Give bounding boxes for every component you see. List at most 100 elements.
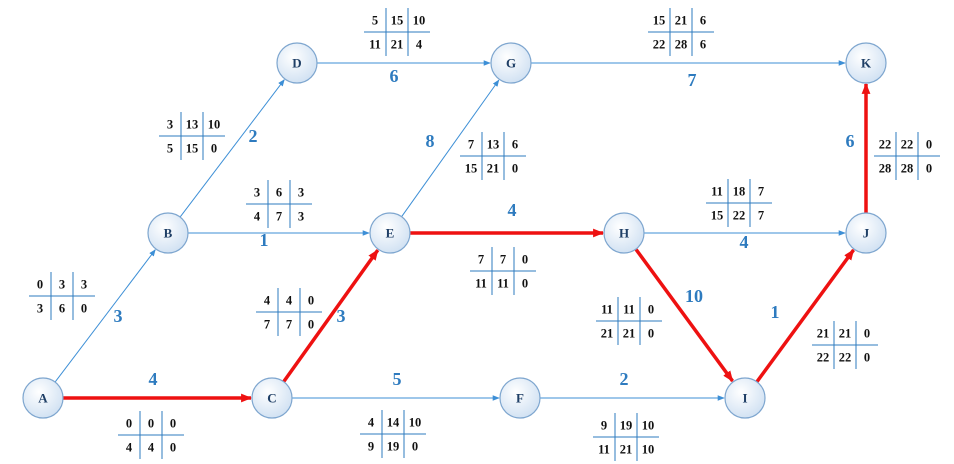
table-cell: 0 [148,417,154,431]
table-cell: 9 [368,440,374,454]
table-cell: 5 [372,14,378,28]
node-circle [845,42,887,84]
node-circle [251,377,293,419]
table-cell: 0 [81,302,87,316]
table-cell: 22 [839,351,852,365]
node-circle [276,42,318,84]
edges-layer [54,60,871,403]
node-C[interactable]: C [251,377,293,419]
node-E[interactable]: E [369,212,411,254]
node-circle [499,377,541,419]
table-cell: 21 [391,38,404,52]
table-cell: 11 [369,38,381,52]
node-label: G [506,56,516,71]
node-D[interactable]: D [276,42,318,84]
node-B[interactable]: B [147,212,189,254]
edge-duration-label: 3 [114,306,123,326]
table-cell: 4 [368,416,375,430]
table-cell: 21 [817,327,830,341]
table-cell: 0 [308,294,314,308]
table-cell: 4 [254,210,261,224]
table-cell: 15 [391,14,404,28]
edge-EG [401,79,500,217]
table-cell: 10 [642,443,655,457]
table-cell: 15 [711,209,724,223]
node-A[interactable]: A [22,377,64,419]
table-cell: 28 [675,38,688,52]
table-cell: 0 [412,440,418,454]
table-cell: 28 [879,162,892,176]
table-cell: 4 [416,38,423,52]
table-cell: 18 [733,185,746,199]
table-cell: 7 [758,209,764,223]
table-cell: 10 [642,419,655,433]
node-H[interactable]: H [603,212,645,254]
table-cell: 28 [901,162,914,176]
table-cell: 22 [879,138,892,152]
table-cell: 21 [601,327,614,341]
table-cell: 4 [126,441,133,455]
node-label: C [267,391,276,406]
table-cell: 11 [601,303,613,317]
table-cell: 0 [37,278,43,292]
table-cell: 6 [700,38,706,52]
node-label: K [861,56,872,71]
node-K[interactable]: K [845,42,887,84]
table-cell: 0 [864,327,870,341]
edge-duration-label: 10 [685,286,703,306]
node-J[interactable]: J [845,212,887,254]
table-cell: 3 [167,118,173,132]
node-G[interactable]: G [490,42,532,84]
edge-duration-label: 3 [337,306,346,326]
table-cell: 11 [475,277,487,291]
edge-duration-label: 4 [508,200,517,220]
node-F[interactable]: F [499,377,541,419]
table-cell: 7 [276,210,282,224]
table-cell: 21 [487,162,500,176]
table-cell: 4 [264,294,271,308]
node-I[interactable]: I [724,377,766,419]
edge-IJ-critical [755,248,855,383]
table-cell: 13 [186,118,199,132]
table-cell: 11 [623,303,635,317]
table-cell: 3 [59,278,65,292]
edge-BD [179,79,285,218]
edge-duration-label: 6 [390,66,399,86]
table-cell: 4 [286,294,293,308]
table-cell: 0 [864,351,870,365]
edge-CE-critical [282,249,380,383]
table-cell: 21 [623,327,636,341]
table-cell: 11 [711,185,723,199]
node-circle [490,42,532,84]
node-label: F [516,391,524,406]
table-cell: 6 [700,14,706,28]
table-cell: 21 [839,327,852,341]
table-cell: 7 [478,253,484,267]
edge-duration-label: 4 [740,232,749,252]
table-cell: 0 [522,277,528,291]
table-cell: 6 [512,138,518,152]
node-label: E [386,226,395,241]
node-circle [845,212,887,254]
table-cell: 10 [409,416,422,430]
edge-duration-label: 2 [249,126,258,146]
node-label: H [619,226,629,241]
table-cell: 6 [59,302,65,316]
edge-duration-label: 1 [771,302,780,322]
node-circle [724,377,766,419]
edge-AB [54,249,156,383]
table-cell: 3 [298,186,304,200]
table-cell: 0 [926,138,932,152]
table-cell: 11 [497,277,509,291]
node-circle [147,212,189,254]
edge-duration-label: 1 [260,230,269,250]
table-cell: 10 [413,14,426,28]
